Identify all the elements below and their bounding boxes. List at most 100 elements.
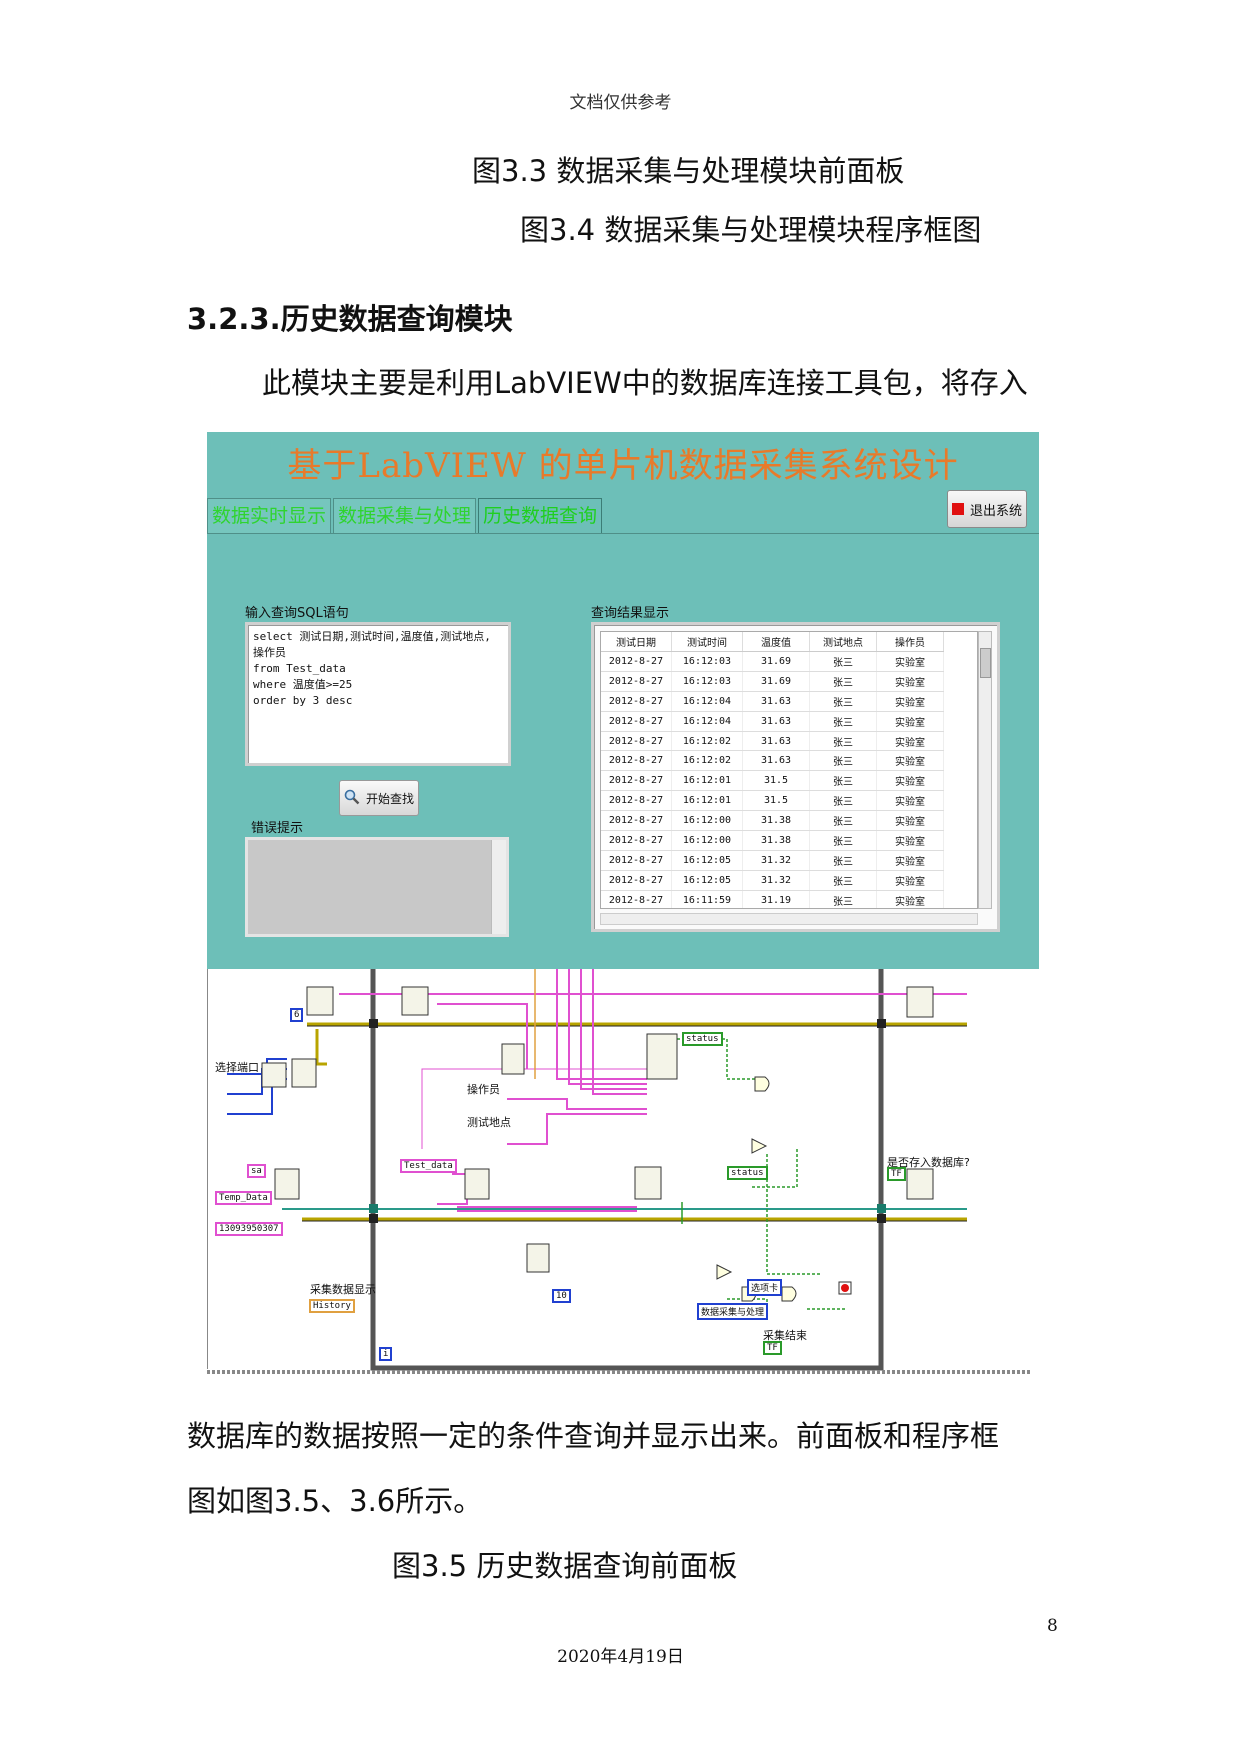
table-cell: 张三 [809, 790, 877, 812]
table-cell: 2012-8-27 [601, 651, 672, 672]
operator-label: 操作员 [467, 1083, 500, 1096]
history-indicator: History [309, 1299, 355, 1313]
table-cell: 16:11:59 [671, 890, 743, 908]
scroll-thumb[interactable] [980, 648, 991, 678]
table-cell: 16:12:03 [671, 651, 743, 672]
table-cell: 31.32 [742, 850, 810, 871]
error-label: 错误提示 [251, 821, 304, 836]
table-cell: 31.63 [742, 731, 810, 752]
paragraph-line-2: 数据库的数据按照一定的条件查询并显示出来。前面板和程序框 [187, 1419, 1000, 1453]
panel-title: 基于LabVIEW 的单片机数据采集系统设计 [287, 446, 959, 486]
table-cell: 31.63 [742, 711, 810, 732]
table-cell: 实验室 [876, 890, 944, 908]
column-header: 测试日期 [601, 632, 672, 652]
table-cell: 2012-8-27 [601, 691, 672, 712]
table-cell: 2012-8-27 [601, 711, 672, 732]
table-cell: 31.5 [742, 770, 810, 792]
section-title: 3.2.3.历史数据查询模块 [187, 302, 513, 336]
search-button[interactable]: 开始查找 [339, 780, 419, 816]
tab-history[interactable]: 历史数据查询 [478, 498, 603, 533]
table-cell: 2012-8-27 [601, 830, 672, 851]
result-label: 查询结果显示 [591, 606, 670, 621]
table-cell: 2012-8-27 [601, 750, 672, 772]
table-cell: 实验室 [876, 711, 944, 732]
sql-text: select 测试日期,测试时间,温度值,测试地点, 操作员 from Test… [253, 630, 491, 707]
table-cell: 张三 [809, 870, 877, 891]
display-label: 采集数据显示 [310, 1283, 376, 1296]
table-cell: 31.69 [742, 671, 810, 692]
search-button-label: 开始查找 [365, 791, 414, 806]
table-cell: 实验室 [876, 770, 944, 792]
exit-button-label: 退出系统 [969, 503, 1022, 519]
tab-acquisition[interactable]: 数据采集与处理 [333, 498, 477, 533]
table-cell: 实验室 [876, 790, 944, 812]
table-cell: 张三 [809, 890, 877, 908]
tab-bar: 数据实时显示 数据采集与处理 历史数据查询 [207, 498, 604, 534]
error-scrollbar[interactable] [491, 840, 506, 934]
paragraph-line-3: 图如图3.5、3.6所示。 [187, 1484, 483, 1518]
table-cell: 16:12:04 [671, 711, 743, 732]
tab-control-ref: 选项卡 [747, 1279, 783, 1296]
status-indicator-1: status [682, 1032, 723, 1046]
stop-label: 采集结束 [763, 1329, 807, 1342]
table-cell: 2012-8-27 [601, 790, 672, 812]
caption-fig-3-4: 图3.4 数据采集与处理模块程序框图 [520, 213, 982, 247]
table-cell: 实验室 [876, 830, 944, 851]
table-cell: 31.63 [742, 691, 810, 712]
column-header: 测试时间 [671, 632, 743, 652]
table-name-const: Test_data [400, 1159, 457, 1173]
table-cell: 16:12:04 [671, 691, 743, 712]
table-cell: 张三 [809, 750, 877, 772]
caption-fig-3-5: 图3.5 历史数据查询前面板 [392, 1549, 738, 1583]
table-cell: 31.63 [742, 750, 810, 772]
sql-input[interactable]: select 测试日期,测试时间,温度值,测试地点, 操作员 from Test… [245, 622, 511, 766]
table-cell: 2012-8-27 [601, 770, 672, 792]
paragraph-line-1: 此模块主要是利用LabVIEW中的数据库连接工具包，将存入 [262, 366, 1028, 400]
table-cell: 16:12:01 [671, 790, 743, 812]
table-cell: 31.19 [742, 890, 810, 908]
table-cell: 16:12:05 [671, 870, 743, 891]
table-cell: 2012-8-27 [601, 810, 672, 832]
table-cell: 实验室 [876, 651, 944, 672]
table-cell: 张三 [809, 711, 877, 732]
table-cell: 2012-8-27 [601, 731, 672, 752]
column-header: 操作员 [876, 632, 944, 652]
column-header: 温度值 [742, 632, 810, 652]
result-scrollbar[interactable] [978, 631, 992, 909]
page-header: 文档仅供参考 [569, 93, 672, 113]
table-cell: 张三 [809, 651, 877, 672]
exit-button[interactable]: 退出系统 [947, 490, 1027, 528]
table-cell: 2012-8-27 [601, 671, 672, 692]
sql-label: 输入查询SQL语句 [245, 606, 349, 621]
table-cell: 16:12:02 [671, 750, 743, 772]
table-cell: 16:12:00 [671, 830, 743, 851]
stop-icon [951, 503, 964, 515]
result-hscrollbar[interactable] [600, 913, 978, 925]
user-const: sa [247, 1164, 266, 1178]
tab-realtime[interactable]: 数据实时显示 [207, 498, 332, 533]
table-cell: 31.32 [742, 870, 810, 891]
tab-divider [207, 533, 1039, 534]
history-query-front-panel: 基于LabVIEW 的单片机数据采集系统设计 数据实时显示 数据采集与处理 历史… [207, 432, 1039, 969]
table-cell: 实验室 [876, 731, 944, 752]
table-cell: 31.38 [742, 830, 810, 851]
table-cell: 张三 [809, 770, 877, 792]
table-cell: 张三 [809, 691, 877, 712]
table-cell: 张三 [809, 810, 877, 832]
table-cell: 张三 [809, 830, 877, 851]
